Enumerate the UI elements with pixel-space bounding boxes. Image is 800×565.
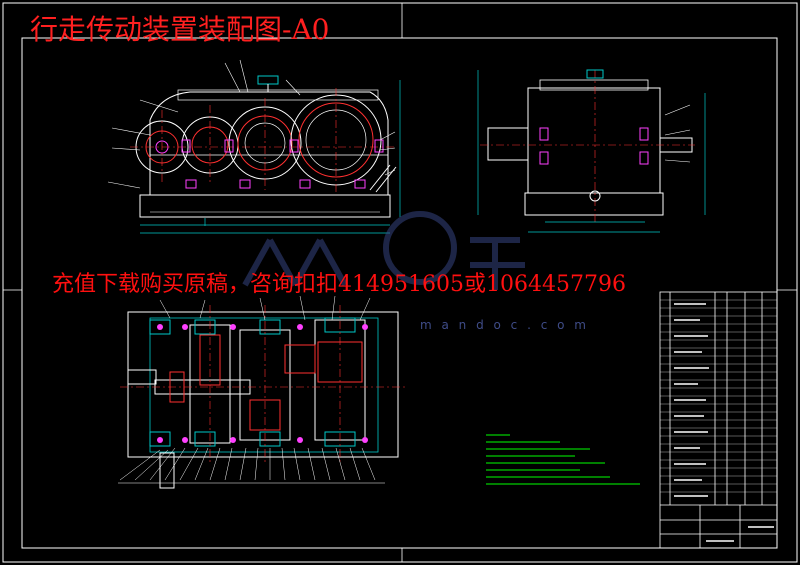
watermark-site-text: m a n d o c . c o m [420,318,589,332]
plan-section-view [118,295,405,489]
front-view [107,59,401,234]
side-view [477,69,706,233]
promo-banner: 充值下载购买原稿，咨询扣扣414951605或1064457796 [52,272,626,297]
watermark-logo-icon [242,211,525,290]
parts-list-text-stubs [674,303,774,542]
drawing-title: 行走传动装置装配图-A0 [30,13,330,46]
parts-list-rows [660,299,777,493]
technical-notes [486,434,640,485]
